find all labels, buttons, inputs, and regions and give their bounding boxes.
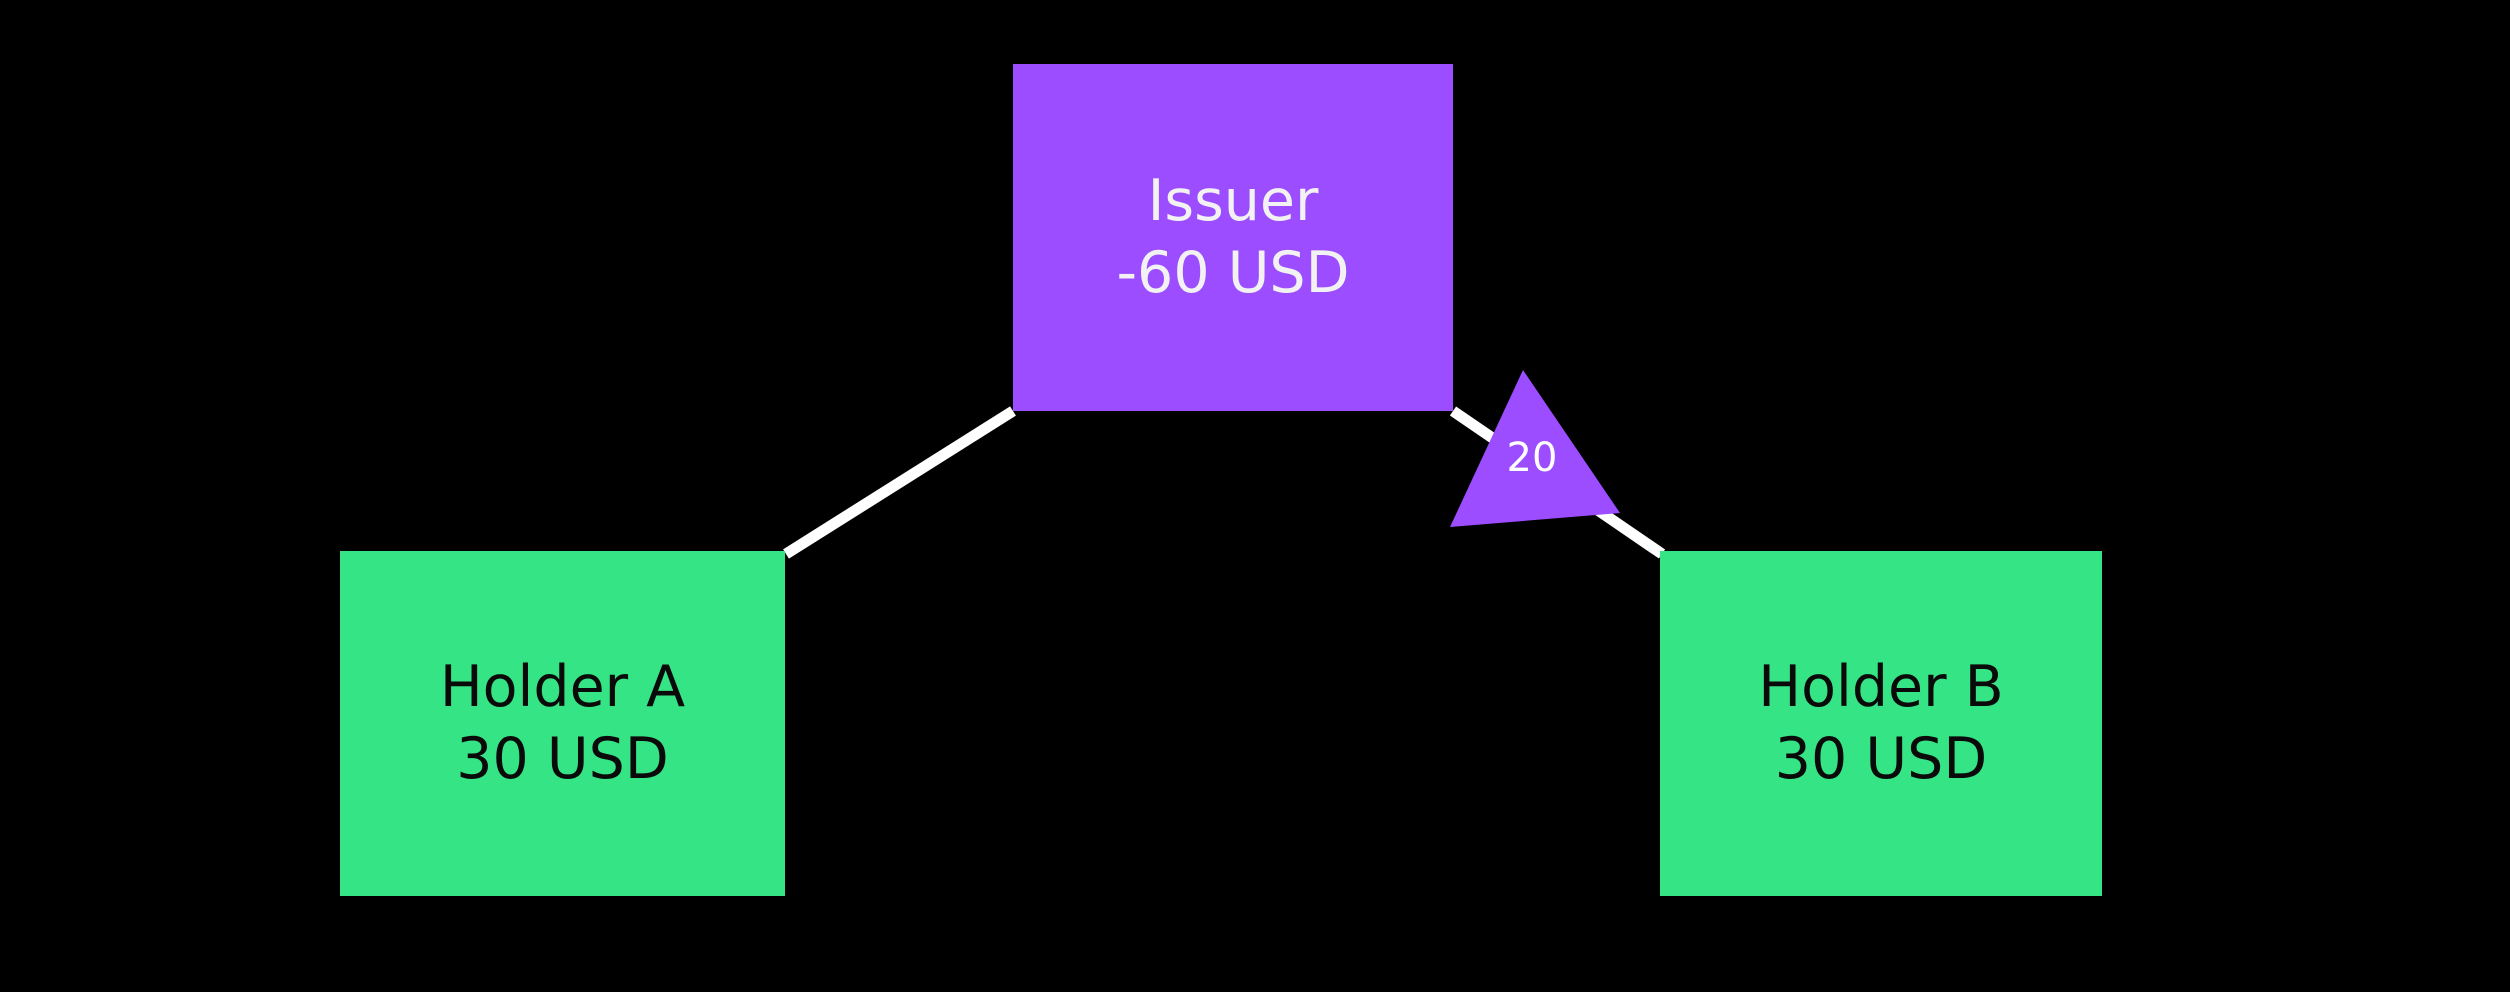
node-holder-b-title: Holder B bbox=[1758, 653, 2004, 720]
node-issuer[interactable]: Issuer -60 USD bbox=[1013, 64, 1453, 411]
edge-issuer-to-holder-a bbox=[783, 406, 1016, 559]
node-holder-b-amount: 30 USD bbox=[1774, 725, 1988, 792]
node-issuer-amount: -60 USD bbox=[1116, 239, 1350, 306]
edge-label-triangle-20 bbox=[1450, 370, 1620, 527]
node-holder-b[interactable]: Holder B 30 USD bbox=[1660, 551, 2102, 896]
node-issuer-title: Issuer bbox=[1147, 167, 1319, 234]
node-holder-a-amount: 30 USD bbox=[456, 725, 669, 792]
node-holder-a[interactable]: Holder A 30 USD bbox=[340, 551, 785, 896]
node-holder-a-title: Holder A bbox=[439, 653, 686, 720]
